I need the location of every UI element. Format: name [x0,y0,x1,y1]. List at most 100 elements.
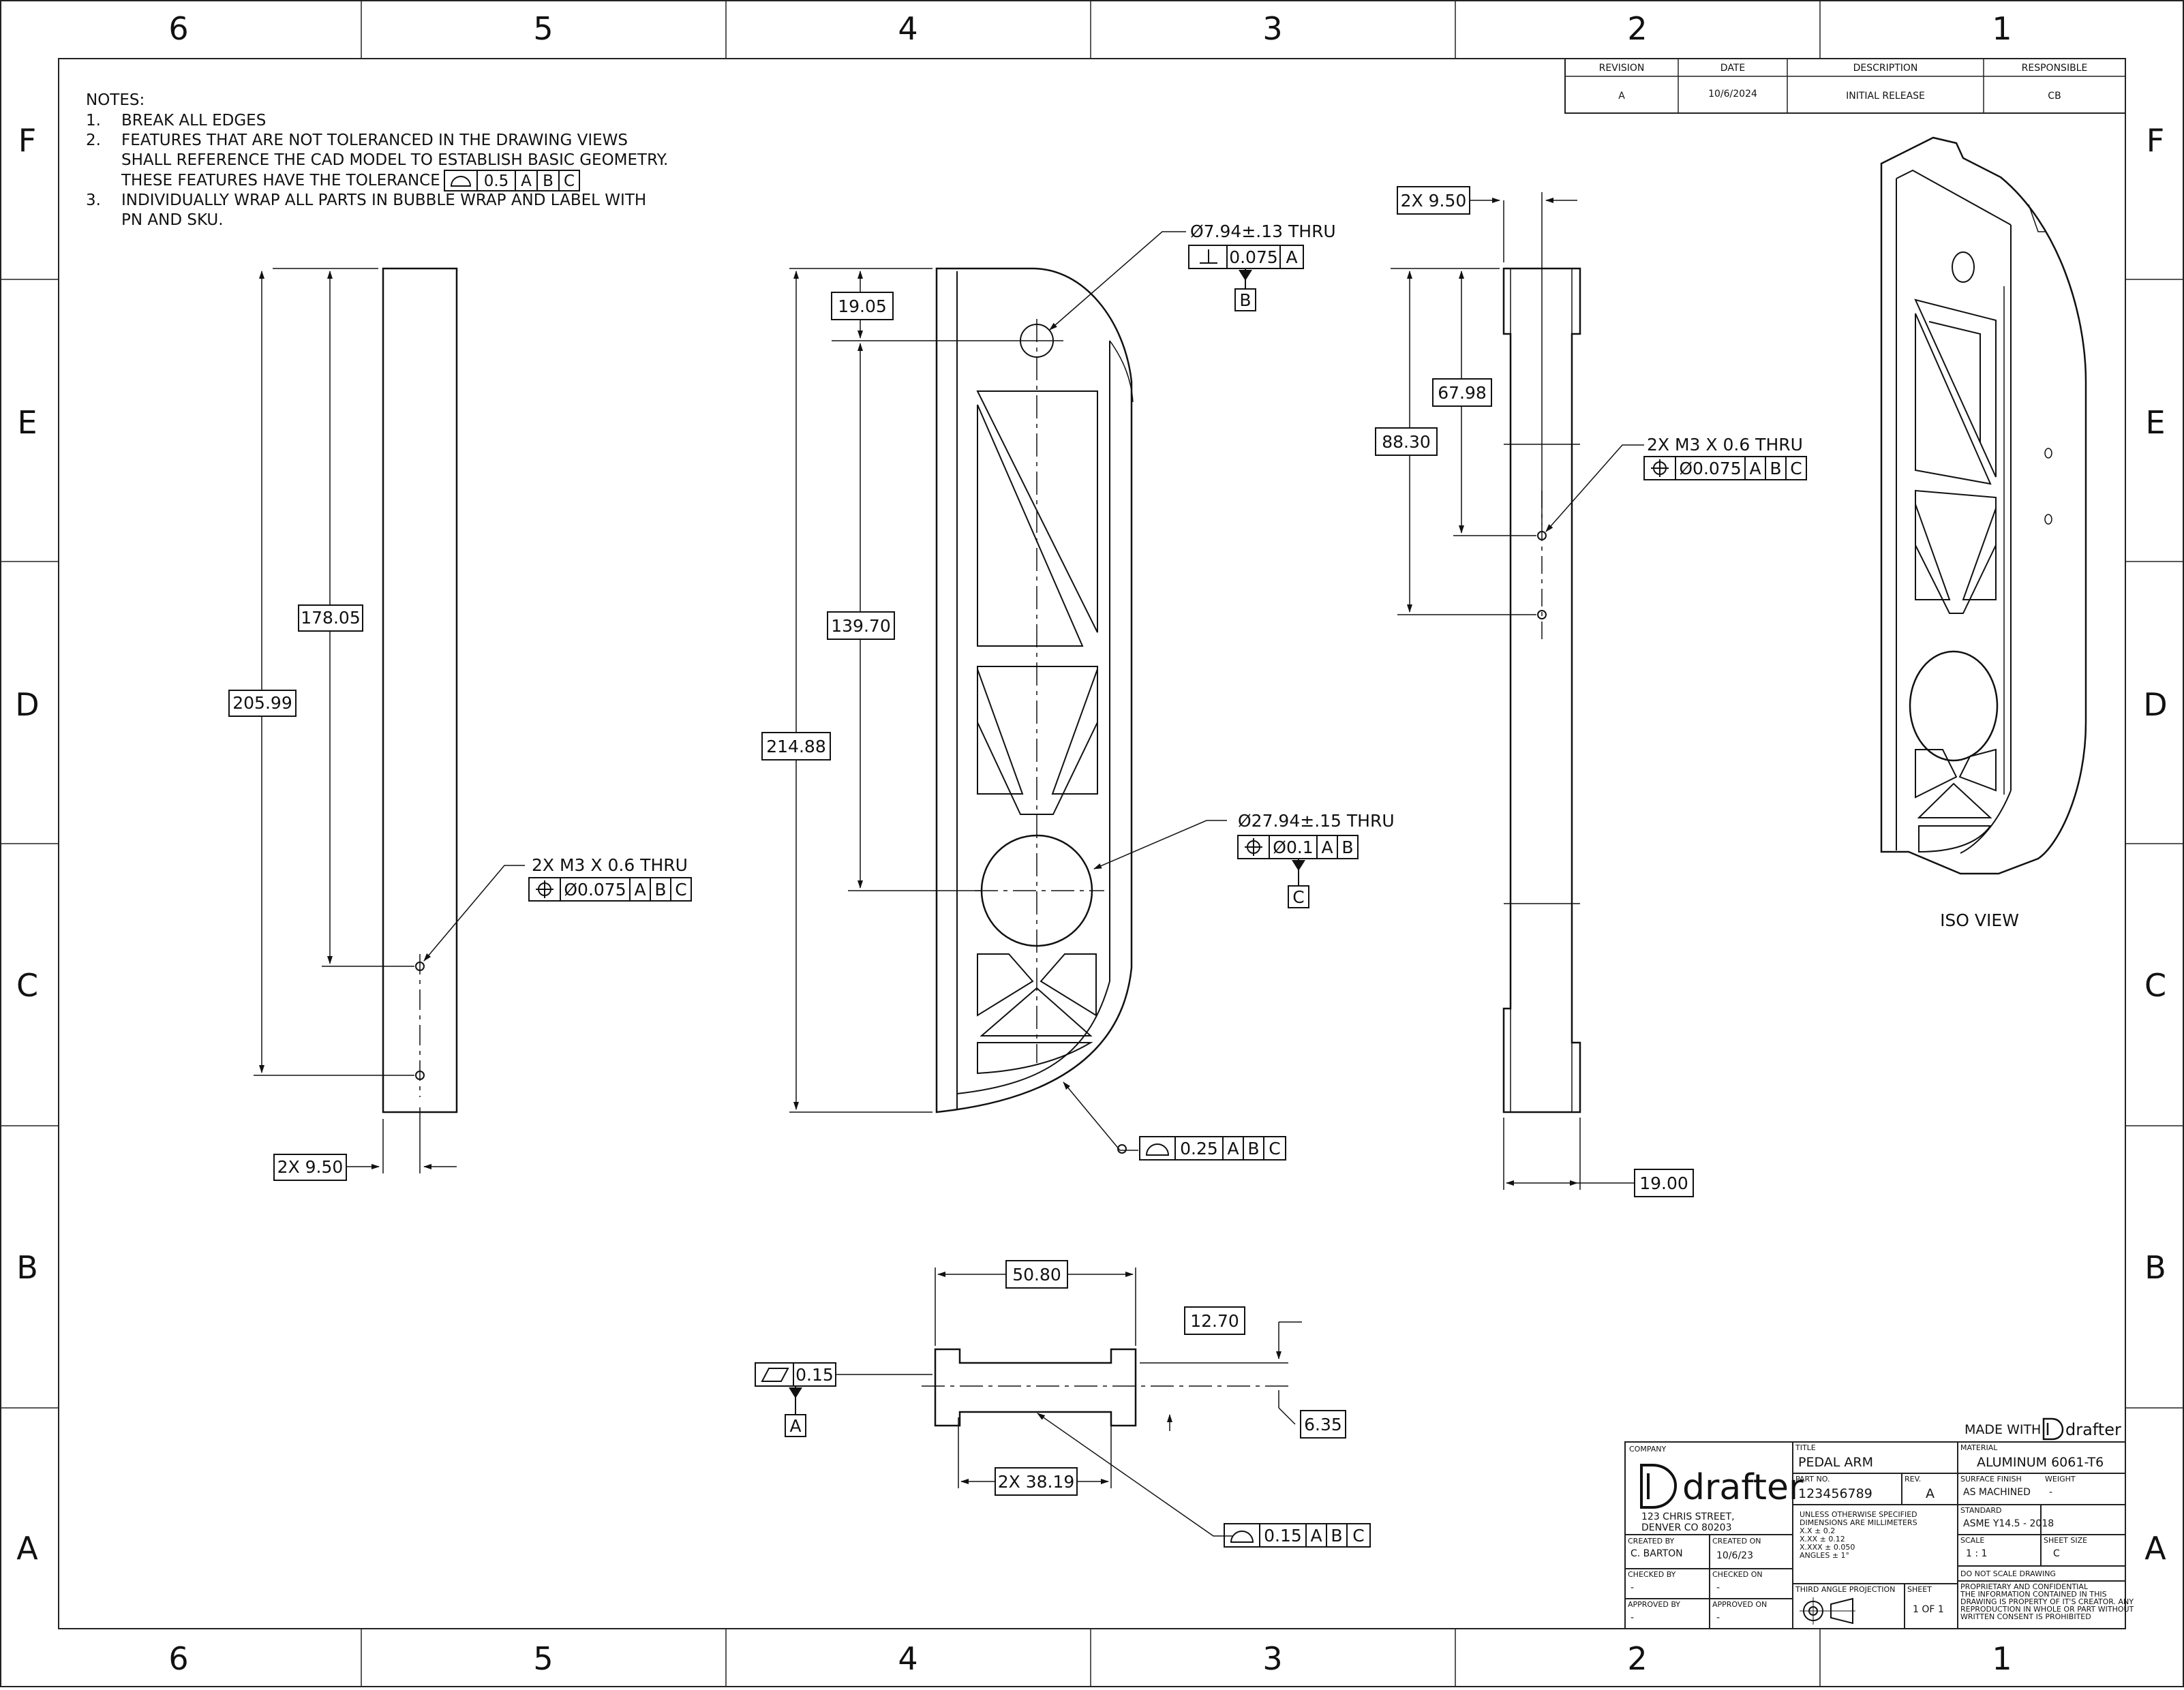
fcf-value: 0.5 [484,172,509,190]
fcf-datum: B [1247,1139,1259,1158]
zone-row-left: D [15,686,39,723]
zone-col-top: 1 [1992,10,2012,47]
iso-large-hole [1909,650,1999,762]
third-angle-projection-icon [1800,1597,1855,1625]
weight-label: WEIGHT [2045,1475,2076,1484]
dimension-label: 2X 38.19 [998,1472,1075,1492]
datum-label: B [1239,290,1251,310]
position-icon [536,880,553,898]
fcf-datum: A [1227,1139,1239,1158]
zone-col-bottom: 6 [168,1640,188,1677]
dimension-label: 88.30 [1382,432,1431,452]
revision-cell: 10/6/2024 [1708,89,1757,99]
hole-callout: 2X M3 X 0.6 THRU [532,855,688,875]
big-hole-fcf: Ø0.1 A B C [1237,835,1359,908]
dimension-label: 67.98 [1438,383,1487,403]
proprietary-note: WRITTEN CONSENT IS PROHIBITED [1960,1612,2091,1621]
dimension-label: 2X 9.50 [277,1157,344,1177]
part-outline [934,1348,1137,1427]
fcf-value: Ø0.1 [1273,838,1313,857]
top-hole-fcf: 0.075 A B [1188,245,1304,311]
drawing-title: PEDAL ARM [1798,1455,1873,1470]
fcf-value: 0.075 [1229,247,1278,267]
dimension-label: 214.88 [766,737,825,756]
notes-block: NOTES: 1. BREAK ALL EDGES 2. FEATURES TH… [86,91,668,229]
fcf-datum: B [1331,1526,1342,1546]
iso-pocket-web [1914,298,1997,853]
tolerance-note: ANGLES ± 1° [1800,1551,1849,1560]
scale-value: 1 : 1 [1966,1548,1987,1559]
dimension-label: 178.05 [301,608,360,628]
do-not-scale-note: DO NOT SCALE DRAWING [1960,1569,2056,1578]
zone-row-left: F [18,122,36,159]
fcf-value: Ø0.075 [1679,459,1741,478]
zone-row-right: A [2144,1530,2166,1567]
iso-view [1880,136,2087,875]
dimension-label: 12.70 [1190,1311,1239,1331]
zone-row-right: D [2143,686,2167,723]
fcf-datum: C [675,880,686,900]
drafter-logo-icon [2042,1417,2064,1441]
fcf-datum: A [1321,838,1333,857]
zone-row-right: E [2145,404,2165,441]
zone-col-bottom: 1 [1992,1640,2012,1677]
fcf-datum: B [1341,838,1353,857]
zone-col-bottom: 5 [533,1640,553,1677]
iso-small-hole [2044,514,2052,525]
hole-callout: Ø27.94±.15 THRU [1238,811,1395,831]
zone-row-left: C [16,967,38,1004]
zone-row-right: C [2144,967,2166,1004]
tolerance-note: DIMENSIONS ARE MILLIMETERS [1800,1518,1917,1527]
revision-header: RESPONSIBLE [2022,63,2088,74]
bottom-view [922,1260,1346,1537]
fcf-datum: B [1770,459,1781,478]
title-block: MADE WITH drafter COMPANY drafter 123 CH… [1624,1417,2134,1629]
sheet-label: SHEET [1907,1585,1932,1594]
tolerance-note: X.XXX ± 0.050 [1800,1543,1855,1552]
created-by-label: CREATED BY [1628,1537,1675,1546]
fcf-datum: A [1286,247,1297,267]
tolerance-note: UNLESS OTHERWISE SPECIFIED [1800,1510,1917,1519]
approved-on-value: - [1716,1612,1720,1623]
bottom-profile-fcf: 0.15 A B C [1224,1523,1371,1548]
company-address: DENVER CO 80203 [1641,1522,1731,1533]
checked-on-value: - [1716,1582,1720,1593]
zone-col-top: 4 [898,10,917,47]
revision-table: REVISION DATE DESCRIPTION RESPONSIBLE A … [1564,58,2126,114]
dimension-label: 6.35 [1304,1415,1342,1434]
zone-col-bottom: 4 [898,1640,917,1677]
note-number: 1. [86,112,101,129]
zone-col-top: 6 [168,10,188,47]
tolerance-note: X.X ± 0.2 [1800,1526,1835,1535]
company-logo-icon [1640,1464,1678,1509]
zone-col-top: 3 [1262,10,1282,47]
datum-label: C [1292,887,1304,907]
zone-col-top: 5 [533,10,553,47]
position-icon [1651,459,1669,477]
dimension-label: 19.05 [838,296,887,316]
fcf-datum: A [521,172,532,190]
zone-row-right: B [2144,1249,2166,1286]
dimension-label: 139.70 [831,616,890,636]
profile-surface-icon [1230,1531,1254,1543]
part-outline [1880,136,2087,875]
note-line: INDIVIDUALLY WRAP ALL PARTS IN BUBBLE WR… [121,191,646,209]
position-icon [1245,838,1262,856]
hole-callout: Ø7.94±.13 THRU [1190,221,1336,241]
hole-callout: 2X M3 X 0.6 THRU [1647,435,1803,455]
part-no-label: PART NO. [1795,1475,1830,1484]
fcf-datum: A [634,880,646,900]
proprietary-note: REPRODUCTION IN WHOLE OR PART WITHOUT [1960,1605,2134,1614]
standard-label: STANDARD [1960,1506,2002,1515]
approved-by-label: APPROVED BY [1628,1600,1680,1609]
note-line: PN AND SKU. [121,211,224,229]
revision-header: DESCRIPTION [1853,63,1918,74]
hole-circle [415,962,425,971]
brand-name: drafter [2065,1420,2121,1439]
material-value: ALUMINUM 6061-T6 [1977,1455,2104,1470]
datum-box [785,1414,806,1437]
notes-heading: NOTES: [86,91,145,109]
title-label: TITLE [1795,1443,1816,1452]
right-hole-fcf: Ø0.075 A B C [1643,456,1807,480]
